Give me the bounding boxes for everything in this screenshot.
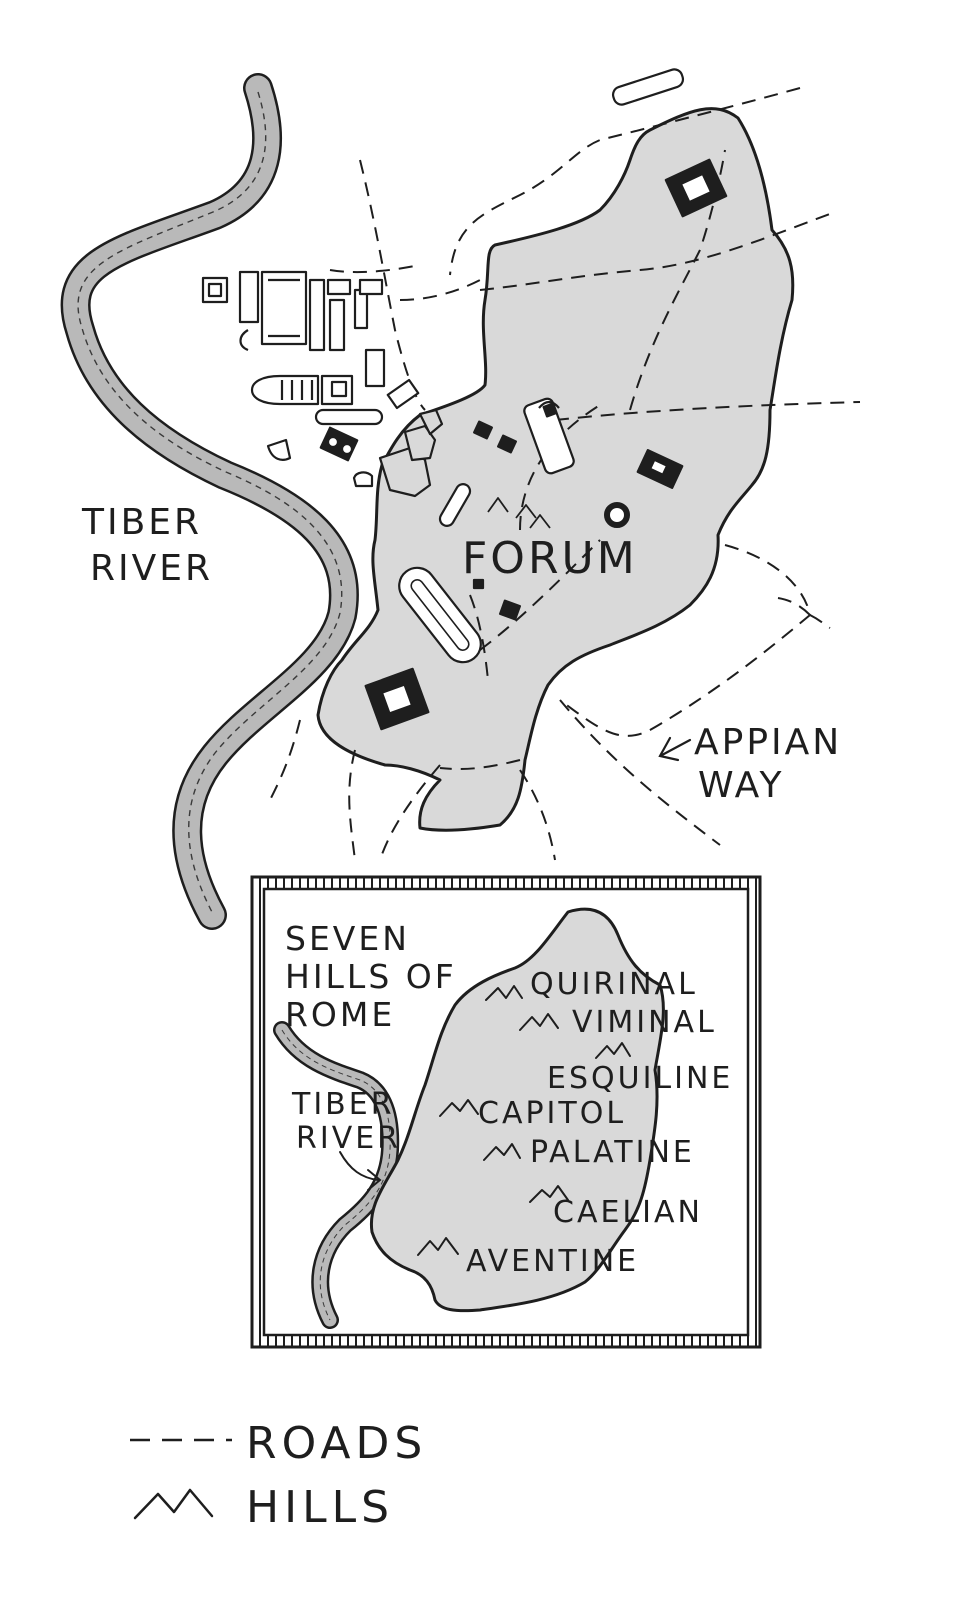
forum-label: FORUM xyxy=(462,533,638,584)
hill-mark-esquiline xyxy=(595,1042,631,1059)
main-map: FORUM TIBER RIVER APPIAN WAY xyxy=(60,68,861,930)
hill-mark-capitol xyxy=(439,1099,479,1117)
main-map-buildings xyxy=(201,68,728,731)
temple-north xyxy=(664,158,728,218)
tiber-river xyxy=(60,73,359,930)
inset-title-line2: HILLS OF xyxy=(285,957,457,996)
hill-mark-aventine xyxy=(417,1237,459,1256)
hill-mark-viminal xyxy=(519,1013,559,1031)
legend-hills-symbol xyxy=(133,1488,214,1520)
inset-map: SEVEN HILLS OF ROME TIBER RIVER QUIRINAL… xyxy=(250,875,762,1349)
inset-river-arrow xyxy=(339,1151,382,1191)
inset-hill-marks xyxy=(417,985,631,1256)
hill-label-quirinal: QUIRINAL xyxy=(530,967,698,1002)
circus-maximus xyxy=(398,566,482,664)
hill-label-viminal: VIMINAL xyxy=(572,1005,717,1040)
inset-river-label-line2: RIVER xyxy=(296,1121,401,1156)
tiber-river-label-line1: TIBER xyxy=(81,502,202,543)
temple-palatine xyxy=(364,667,430,731)
hill-label-capitol: CAPITOL xyxy=(478,1096,626,1131)
hill-mark-quirinal xyxy=(485,985,523,1001)
inset-tiber-river xyxy=(273,1021,400,1329)
appian-way-label-line2: WAY xyxy=(698,765,784,806)
hill-mark-palatine xyxy=(483,1143,521,1161)
main-map-roads xyxy=(269,87,861,861)
inset-title-line1: SEVEN xyxy=(285,919,410,958)
hill-label-caelian: CAELIAN xyxy=(553,1195,703,1230)
inset-river-label-line1: TIBER xyxy=(291,1087,395,1122)
hill-mark-caelian xyxy=(529,1185,569,1203)
basilica xyxy=(523,397,575,475)
hill-label-palatine: PALATINE xyxy=(530,1135,695,1170)
tiber-river-label-line2: RIVER xyxy=(90,548,213,589)
inset-city-area xyxy=(369,907,665,1313)
legend-hills-label: HILLS xyxy=(246,1482,394,1533)
hill-label-aventine: AVENTINE xyxy=(466,1244,639,1279)
inset-title-line3: ROME xyxy=(285,995,395,1034)
legend: ROADS HILLS xyxy=(130,1418,427,1533)
hill-label-esquiline: ESQUILINE xyxy=(547,1061,733,1096)
appian-way-arrow xyxy=(658,736,692,762)
appian-way-label-line1: APPIAN xyxy=(694,722,842,763)
capitoline-rocks xyxy=(378,408,444,498)
legend-roads-label: ROADS xyxy=(246,1418,427,1469)
